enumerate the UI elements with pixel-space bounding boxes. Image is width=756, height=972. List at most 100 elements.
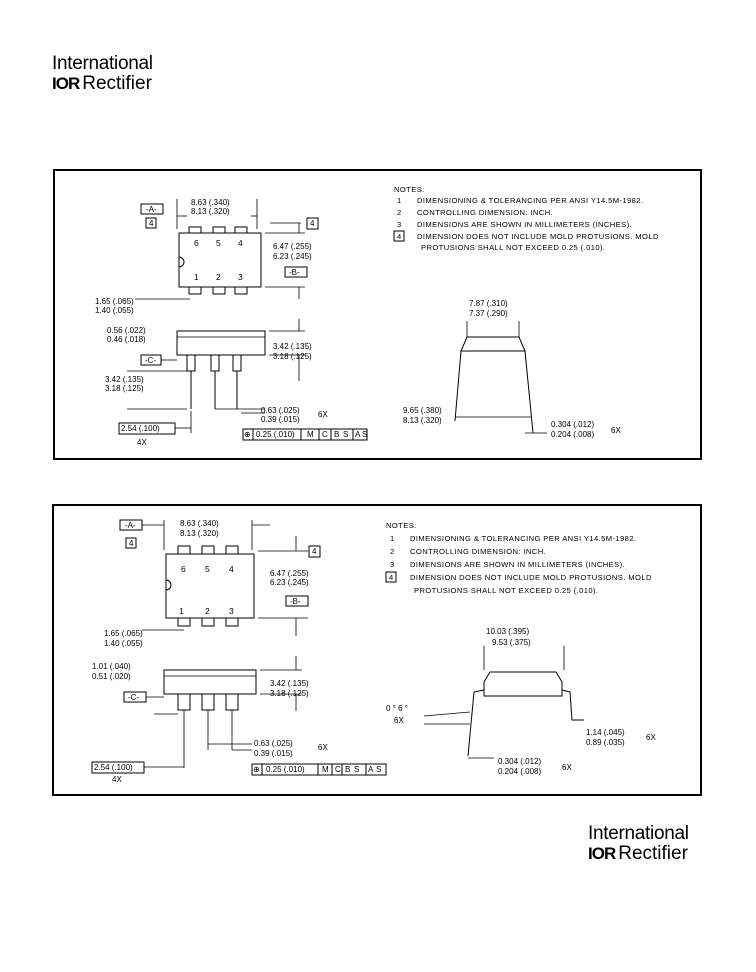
package-outline-panel-2: -A- 4 8.63 (.340) 8.13 (.320) 4 6 5 4 1 … <box>52 504 702 796</box>
lead-thickness-max: 0.304 (.012) <box>498 757 541 766</box>
fcf-modifier-m: M <box>322 765 329 774</box>
note-3-text: DIMENSIONS ARE SHOWN IN MILLIMETERS (INC… <box>417 220 632 229</box>
row-spacing-max: 10.03 (.395) <box>486 627 529 636</box>
note-2-num: 2 <box>397 208 402 217</box>
lead-spread-max: 9.65 (.380) <box>403 406 442 415</box>
feature-control-frame-1: ⊕ 0.25 (.010) M C B S A S <box>242 428 368 441</box>
pin-1-label: 1 <box>194 272 199 282</box>
lead-thickness-min: 0.204 (.008) <box>498 767 541 776</box>
fcf-position-symbol: ⊕ <box>244 430 251 439</box>
note-3-num: 3 <box>397 220 402 229</box>
note-4-text-cont: PROTUSIONS SHALL NOT EXCEED 0.25 (.010). <box>414 586 598 595</box>
fcf-tolerance: 0.25 (.010) <box>256 430 295 439</box>
lead-thk-min: 0.39 (.015) <box>254 749 293 758</box>
pin-4-label: 4 <box>238 238 243 248</box>
width-min: 6.23 (.245) <box>273 252 312 261</box>
pin-4-label: 4 <box>229 564 234 574</box>
logo-rectifier-text: Rectifier <box>618 843 688 864</box>
width-max: 6.47 (.255) <box>270 569 309 578</box>
package-drawing-2: -A- 4 8.63 (.340) 8.13 (.320) 4 6 5 4 1 … <box>91 519 656 784</box>
note-4-text: DIMENSION DOES NOT INCLUDE MOLD PROTUSIO… <box>417 232 659 241</box>
pitch-value: 2.54 (.100) <box>121 424 160 433</box>
fcf-modifier-m: M <box>307 430 314 439</box>
note-2-text: CONTROLLING DIMENSION: INCH. <box>410 547 546 556</box>
width-min: 6.23 (.245) <box>270 578 309 587</box>
length-min: 8.13 (.320) <box>180 529 219 538</box>
height-max: 3.42 (.135) <box>273 342 312 351</box>
datum-a-label: -A- <box>146 205 157 214</box>
datum-c-label: -C- <box>128 693 139 702</box>
e1-min: 1.40 (.055) <box>95 306 134 315</box>
lead-thickness-multiplier: 6X <box>562 763 572 772</box>
note-1-num: 1 <box>397 196 402 205</box>
pitch-value: 2.54 (.100) <box>94 763 133 772</box>
notes-title: NOTES: <box>394 185 425 194</box>
datum-b-label: -B- <box>289 268 300 277</box>
pin-3-label: 3 <box>238 272 243 282</box>
lead-width-max: 0.56 (.022) <box>107 326 146 335</box>
package-body-side-view <box>176 330 266 356</box>
note-1-text: DIMENSIONING & TOLERANCING PER ANSI Y14.… <box>417 196 643 205</box>
fcf-datum-c: C <box>335 765 341 774</box>
package-outline-panel-1: -A- 4 8.63 (.340) 8.13 (.320) 4 6 5 4 1 … <box>53 169 702 460</box>
lead-thickness-multiplier: 6X <box>611 426 621 435</box>
height-min: 3.18 (.125) <box>270 689 309 698</box>
width-max: 6.47 (.255) <box>273 242 312 251</box>
pin-1-label: 1 <box>179 606 184 616</box>
note-4-text-cont: PROTUSIONS SHALL NOT EXCEED 0.25 (.010). <box>421 243 605 252</box>
fcf-tolerance: 0.25 (.010) <box>266 765 305 774</box>
e1-max: 1.65 (.065) <box>104 629 143 638</box>
fcf-modifier-s1: S <box>354 765 359 774</box>
pin-6-label: 6 <box>194 238 199 248</box>
package-drawing-1: -A- 4 8.63 (.340) 8.13 (.320) 4 6 5 4 1 … <box>95 185 659 447</box>
pitch-multiplier: 4X <box>112 775 122 784</box>
fcf-position-symbol: ⊕ <box>253 765 260 774</box>
lead-thk-min: 0.39 (.015) <box>261 415 300 424</box>
lead-thickness-min: 0.204 (.008) <box>551 430 594 439</box>
lead-angle: 0 ° 6 ° <box>386 704 408 713</box>
fcf-datum-b: B <box>345 765 350 774</box>
lead-length-max: 3.42 (.135) <box>105 375 144 384</box>
foot-length-min: 0.89 (.035) <box>586 738 625 747</box>
fcf-datum-b: B <box>334 430 339 439</box>
lead-width-min: 0.46 (.018) <box>107 335 146 344</box>
pin-3-label: 3 <box>229 606 234 616</box>
note-3-num: 3 <box>390 560 395 569</box>
fcf-datum-c: C <box>322 430 328 439</box>
fcf-modifier-s2: S <box>376 765 381 774</box>
logo-line-international: International <box>588 823 689 844</box>
height-min: 3.18 (.125) <box>273 352 312 361</box>
pitch-multiplier: 4X <box>137 438 147 447</box>
pin-2-label: 2 <box>216 272 221 282</box>
fcf-datum-a: A <box>368 765 374 774</box>
e1-min: 1.40 (.055) <box>104 639 143 648</box>
note4-flag-top: 4 <box>312 547 317 556</box>
package-body-side-view <box>163 669 257 695</box>
datum-b-label: -B- <box>290 597 301 606</box>
note-1-text: DIMENSIONING & TOLERANCING PER ANSI Y14.… <box>410 534 636 543</box>
height-max: 3.42 (.135) <box>270 679 309 688</box>
length-max: 8.63 (.340) <box>191 198 230 207</box>
pin-5-label: 5 <box>205 564 210 574</box>
note-4-num: 4 <box>397 232 402 241</box>
package-body-end-view <box>460 336 526 352</box>
notes-title: NOTES: <box>386 521 417 530</box>
lead-thk-max: 0.63 (.025) <box>254 739 293 748</box>
note4-flag-a: 4 <box>129 539 134 548</box>
pin-2-label: 2 <box>205 606 210 616</box>
note-2-text: CONTROLLING DIMENSION: INCH. <box>417 208 553 217</box>
row-spacing-max: 7.87 (.310) <box>469 299 508 308</box>
note4-flag-top: 4 <box>310 219 315 228</box>
notes-block-1: NOTES: 1 DIMENSIONING & TOLERANCING PER … <box>393 185 659 252</box>
note-1-num: 1 <box>390 534 395 543</box>
standoff-max: 1.01 (.040) <box>92 662 131 671</box>
datum-a-label: -A- <box>125 521 136 530</box>
standoff-min: 0.51 (.020) <box>92 672 131 681</box>
pin-6-label: 6 <box>181 564 186 574</box>
fcf-modifier-s1: S <box>343 430 348 439</box>
foot-length-max: 1.14 (.045) <box>586 728 625 737</box>
